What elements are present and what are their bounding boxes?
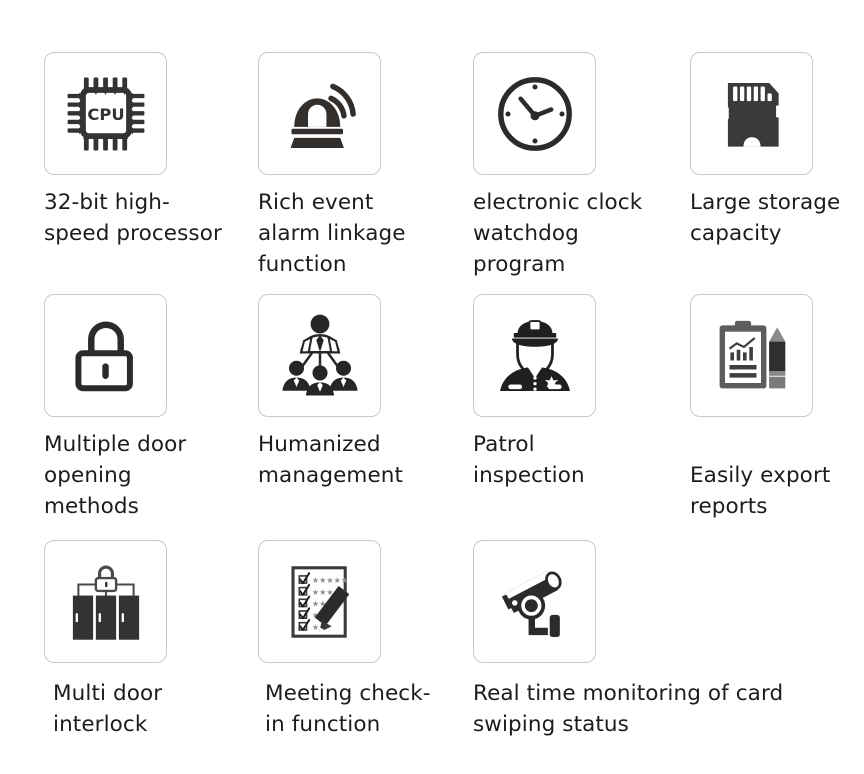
feature-label-cpu: 32-bit high- speed processor [44,190,222,246]
svg-text:★★: ★★ [311,621,325,631]
multi-door-interlock-icon [44,540,167,663]
feature-tile-storage[interactable] [690,52,813,175]
feature-label-clock: electronic clock watchdog program [473,190,643,277]
clock-watchdog-icon [473,52,596,175]
feature-tile-checkin[interactable]: ★★★★★ ★★★★★ ★★★★ ★★★ ★★ [258,540,381,663]
cctv-camera-icon [473,540,596,663]
feature-label-interlock: Multi door interlock [53,681,163,737]
org-hierarchy-people-icon [258,294,381,417]
feature-label-alarm: Rich event alarm linkage function [258,190,406,277]
feature-label-checkin: Meeting check- in function [265,681,431,737]
clipboard-chart-pencil-icon [690,294,813,417]
cpu-chip-icon: CPU [44,52,167,175]
alarm-siren-icon [258,52,381,175]
feature-tile-alarm[interactable] [258,52,381,175]
feature-label-monitoring: Real time monitoring of card swiping sta… [473,681,784,737]
cpu-label: CPU [87,104,124,123]
feature-label-management: Humanized management [258,432,404,488]
feature-tile-reports[interactable] [690,294,813,417]
feature-tile-patrol[interactable] [473,294,596,417]
feature-tile-monitoring[interactable] [473,540,596,663]
svg-text:★★★★★: ★★★★★ [311,575,347,585]
feature-tile-interlock[interactable] [44,540,167,663]
open-padlock-icon [44,294,167,417]
police-officer-icon [473,294,596,417]
svg-text:★★★★★: ★★★★★ [311,586,347,596]
feature-tile-unlock[interactable] [44,294,167,417]
feature-tile-cpu[interactable]: CPU [44,52,167,175]
feature-label-patrol: Patrol inspection [473,432,585,488]
feature-label-unlock: Multiple door opening methods [44,432,187,519]
feature-tile-management[interactable] [258,294,381,417]
feature-label-reports: Easily export reports [690,463,831,519]
feature-tile-clock[interactable] [473,52,596,175]
feature-label-storage: Large storage capacity [690,190,841,246]
sd-card-icon [690,52,813,175]
checklist-pencil-icon: ★★★★★ ★★★★★ ★★★★ ★★★ ★★ [258,540,381,663]
